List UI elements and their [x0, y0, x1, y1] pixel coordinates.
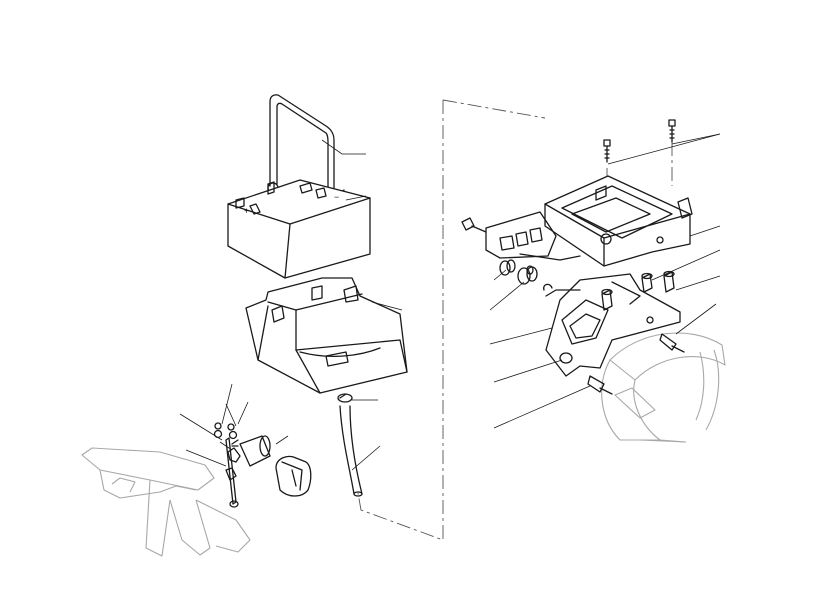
grommets: [499, 259, 538, 285]
studs: [587, 270, 685, 395]
lower-bracket: [543, 273, 681, 377]
svg-text:+: +: [244, 206, 249, 216]
bracket-screws: [603, 119, 676, 163]
fuse-cylinder: [231, 435, 271, 467]
terminal-hardware: [213, 422, 241, 508]
frame-ghost-right: [601, 332, 726, 443]
connector-assembly: [461, 211, 581, 261]
mount-bracket: [544, 175, 693, 267]
battery: + −: [227, 179, 371, 279]
drain-hose: [337, 393, 363, 497]
frame-ghost-left: [81, 447, 251, 557]
rubber-cover: [275, 455, 312, 497]
svg-text:−: −: [334, 192, 339, 202]
battery-tray: [245, 277, 408, 394]
leader-lines: [179, 133, 721, 471]
